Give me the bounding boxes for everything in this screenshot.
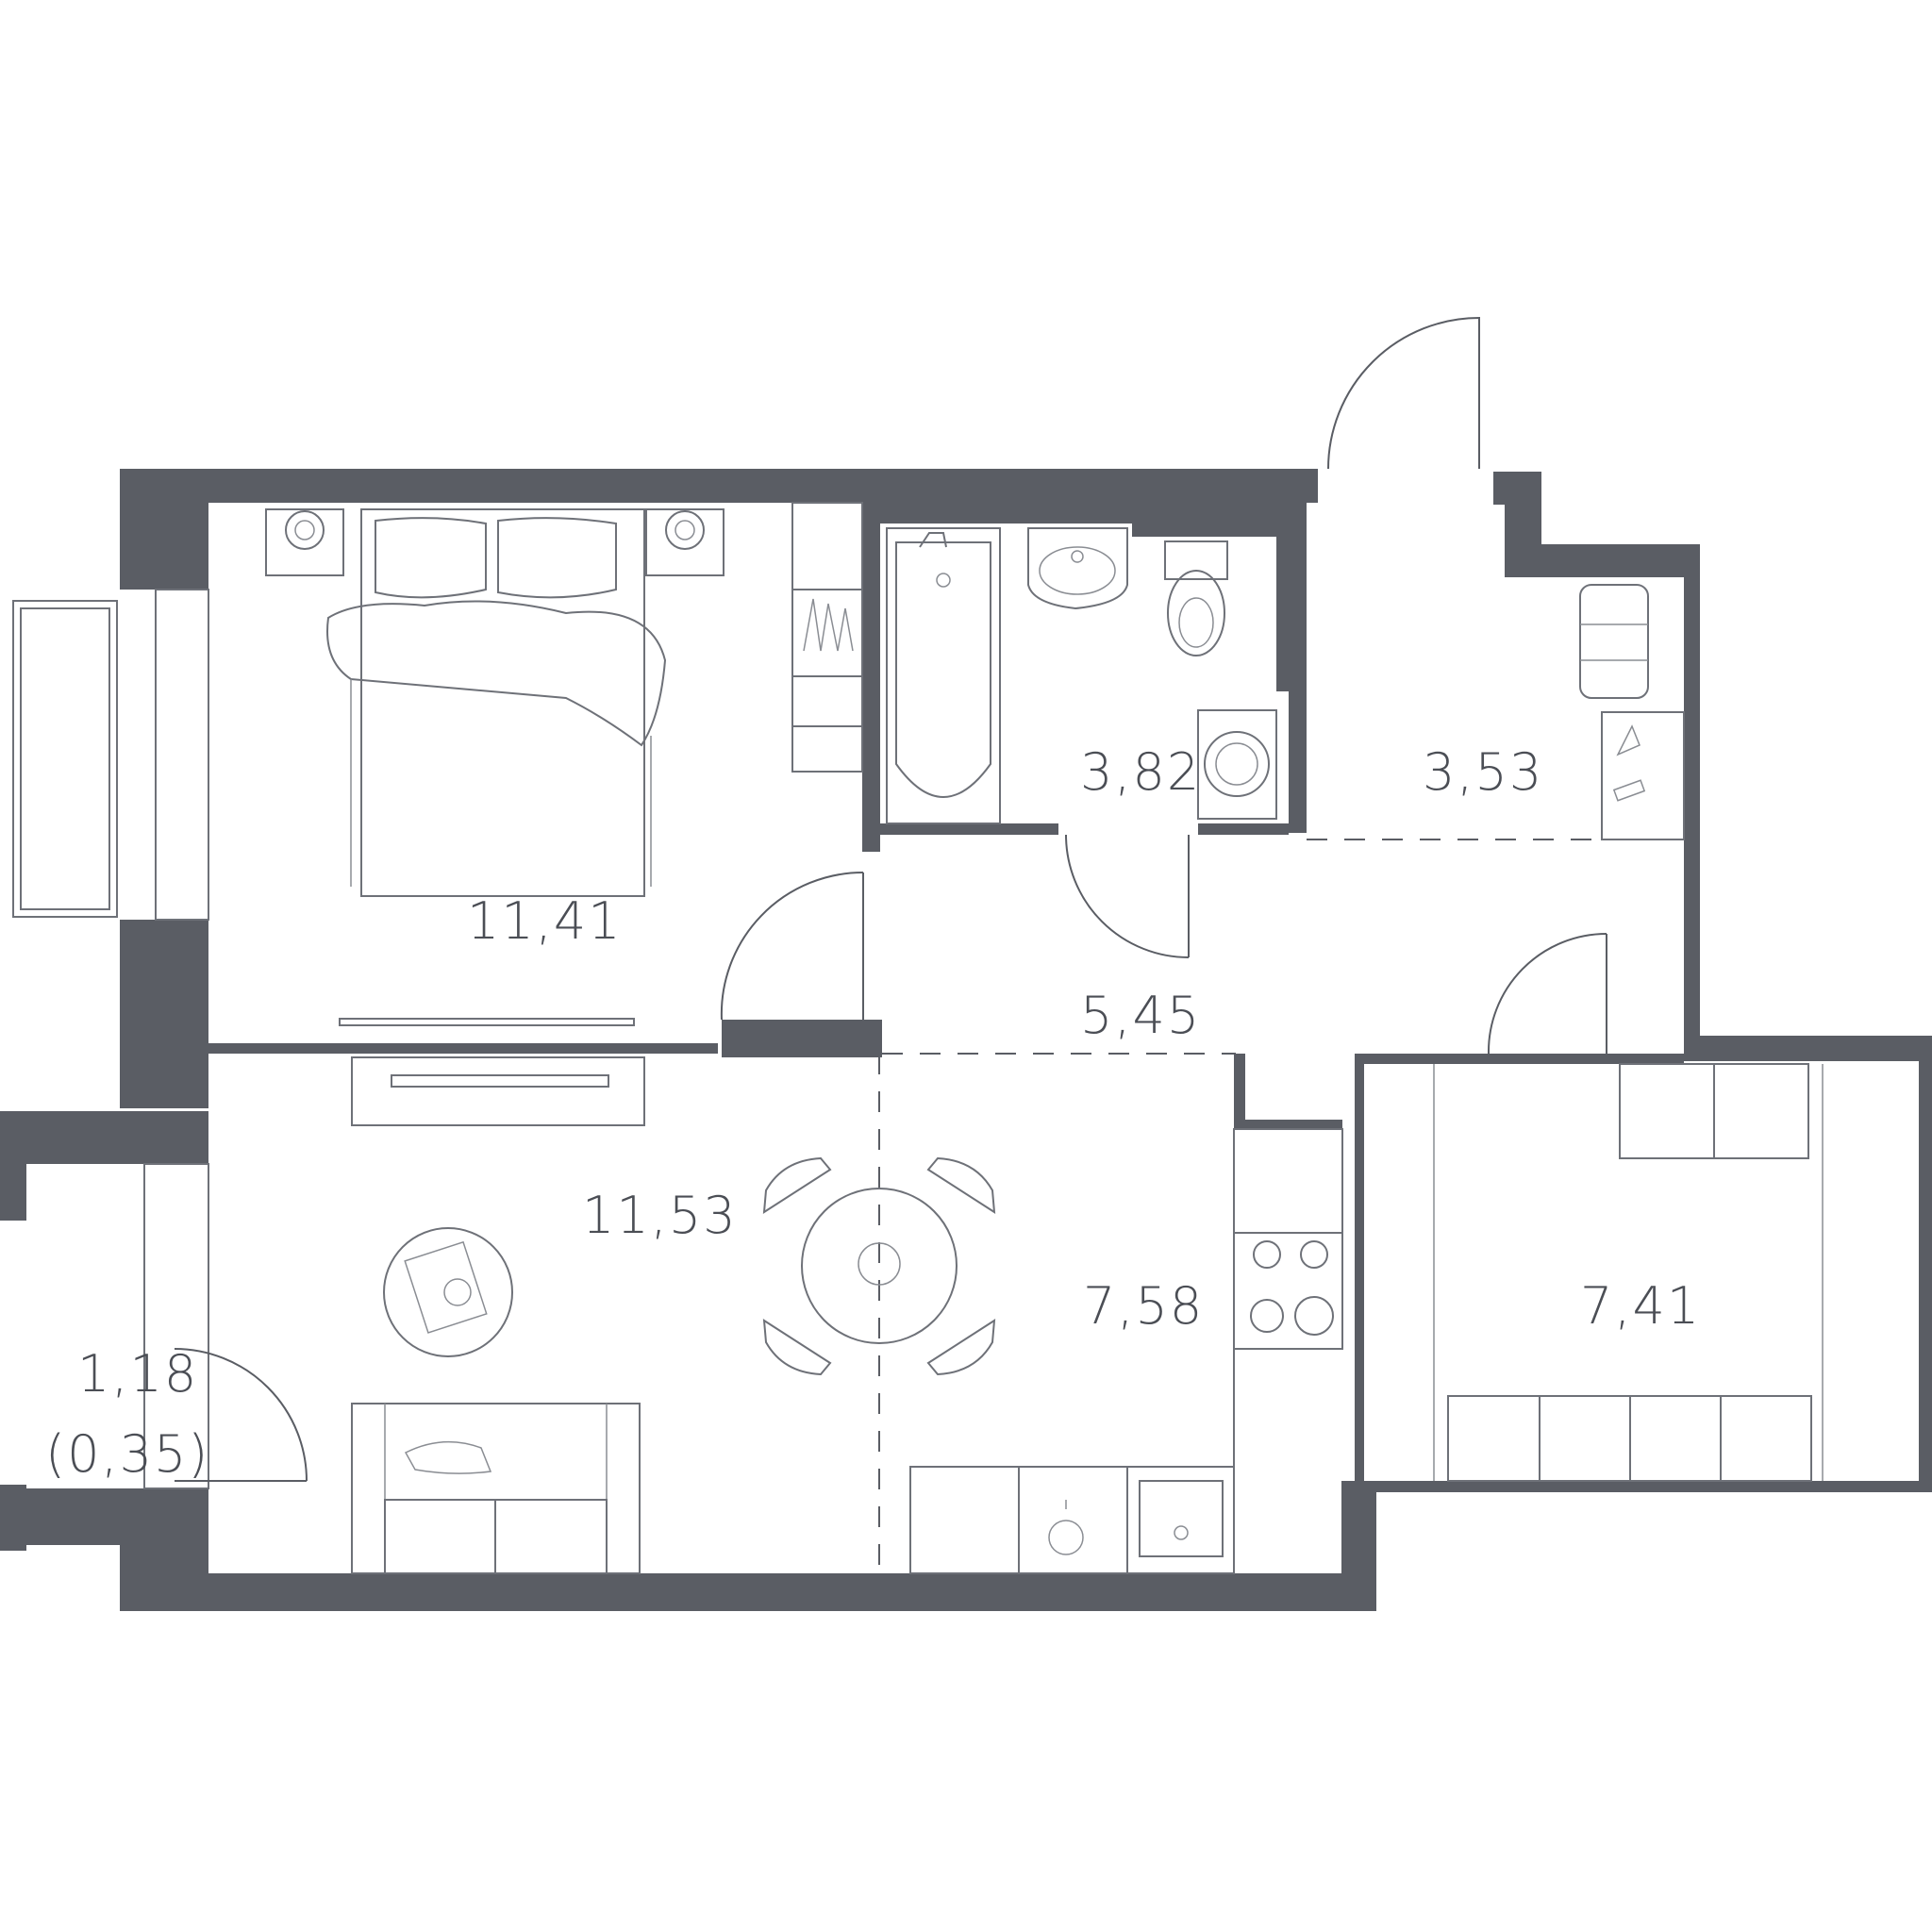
nightstand-lamp-icon xyxy=(265,508,724,576)
area-label-balcony: 1,18 xyxy=(77,1344,199,1404)
area-label-entry-closet: 3,53 xyxy=(1423,742,1544,802)
shelving-icon xyxy=(791,502,863,773)
zone-dividers xyxy=(878,839,1684,1573)
area-label-kitchen: 7,58 xyxy=(1083,1276,1205,1336)
walls xyxy=(0,469,1932,1611)
armchair-icon xyxy=(1579,584,1649,699)
area-label-hallway: 5,45 xyxy=(1080,986,1202,1045)
doors xyxy=(174,316,1607,1482)
coffee-table-icon xyxy=(383,1227,513,1357)
bathtub-icon xyxy=(886,527,1001,824)
wardrobe-icon xyxy=(1447,1063,1812,1482)
bottom-cabinets xyxy=(909,1466,1128,1574)
area-label-bedroom: 11,41 xyxy=(467,891,623,951)
area-label-living: 11,53 xyxy=(582,1186,738,1245)
windows xyxy=(12,589,209,1489)
area-label-bathroom: 3,82 xyxy=(1080,742,1202,802)
bed-icon xyxy=(326,508,667,897)
washing-machine-icon xyxy=(1197,709,1277,820)
stove-icon xyxy=(1250,1240,1334,1336)
toilet-icon xyxy=(1164,540,1228,657)
sofa-icon xyxy=(351,1403,641,1574)
tv-icon xyxy=(339,1018,635,1026)
area-label-storage-room: 7,41 xyxy=(1580,1276,1702,1336)
sink-icon xyxy=(1027,527,1128,610)
dishwasher-icon xyxy=(1048,1500,1084,1555)
kitchen-sink-icon xyxy=(1126,1466,1235,1574)
tv-unit xyxy=(351,1056,645,1126)
shoe-cabinet xyxy=(1601,711,1685,840)
dining-table-icon xyxy=(762,1156,996,1376)
kitchen-counter xyxy=(1233,1128,1343,1467)
area-label-balcony-reduced: (0,35) xyxy=(45,1424,210,1484)
